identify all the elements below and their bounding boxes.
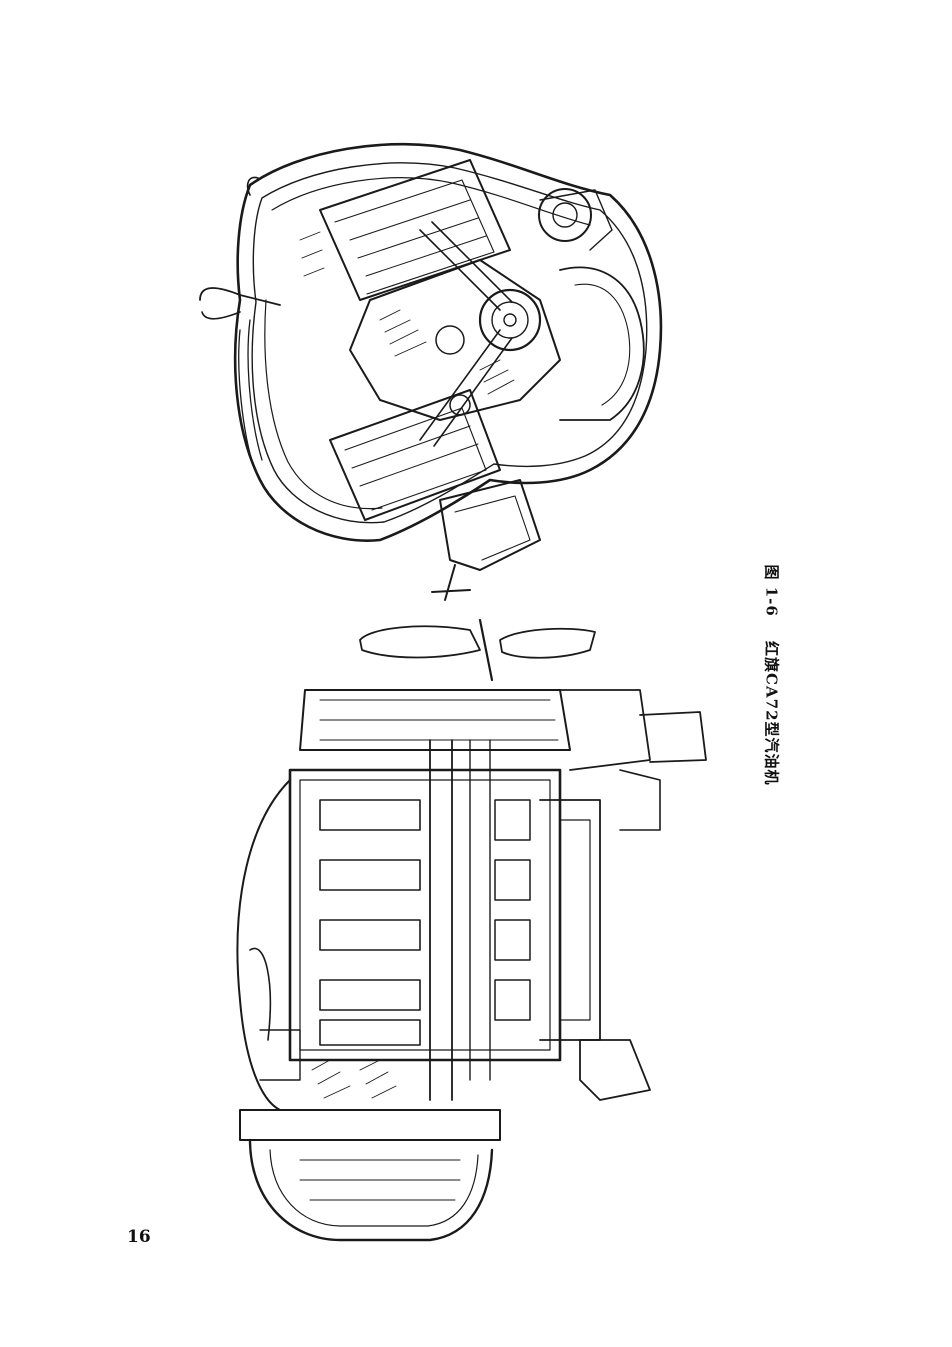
figure-number: 图 1-6	[762, 564, 781, 617]
engine-cross-section-view	[199, 142, 663, 601]
engine-longitudinal-view	[236, 618, 707, 1242]
page-number: 16	[127, 1227, 151, 1247]
figure-title: 红旗CA72型汽油机	[762, 641, 781, 786]
figure-caption: 图 1-6 红旗CA72型汽油机	[762, 564, 783, 785]
